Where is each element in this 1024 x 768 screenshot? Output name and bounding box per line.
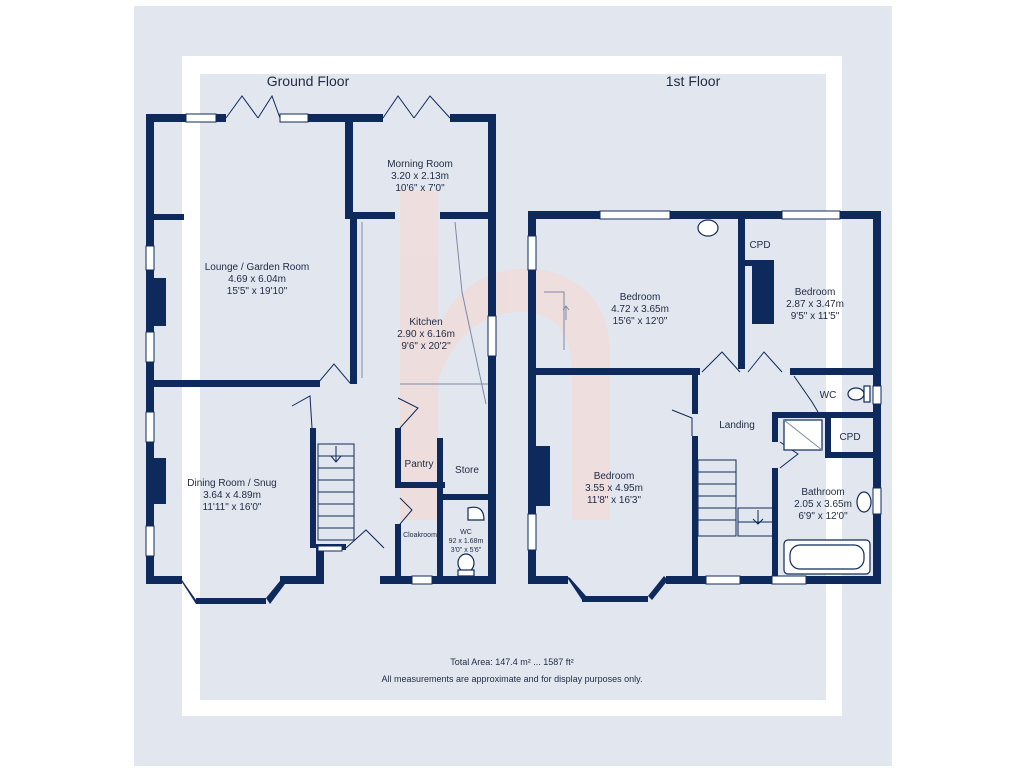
room-metric: 2.87 x 3.47m [786,299,844,310]
room-wc-first: WC [820,390,837,401]
ground-floor-windows [145,113,497,585]
room-imperial: 9'5" x 11'5" [791,311,840,322]
room-imperial: 10'6" x 7'0" [395,183,445,194]
first-floor-title: 1st Floor [666,73,721,89]
room-pantry: Pantry [405,459,434,470]
room-bedroom-1: Bedroom 4.72 x 3.65m 15'6" x 12'0" [611,292,669,327]
basin-icon [697,219,719,237]
room-cloakroom: Cloakroom [403,532,437,539]
room-imperial: 11'11" x 16'0" [203,502,262,513]
room-kitchen: Kitchen 2.90 x 6.16m 9'6" x 20'2" [397,317,455,352]
total-area: Total Area: 147.4 m² ... 1587 ft² [450,657,574,667]
room-metric: 3.55 x 4.95m [585,483,643,494]
room-lounge: Lounge / Garden Room 4.69 x 6.04m 15'5" … [205,262,310,297]
room-name: WC [460,529,472,536]
room-metric: 3.64 x 4.89m [203,490,261,501]
first-floor-fixtures [697,219,872,575]
room-name: Morning Room [387,159,453,170]
room-metric: 2.90 x 6.16m [397,329,455,340]
toilet-icon [847,387,865,401]
bath-basin-icon [856,491,872,513]
room-morning-room: Morning Room 3.20 x 2.13m 10'6" x 7'0" [387,159,453,194]
first-floor-windows [527,210,882,585]
room-metric: 92 x 1.68m [449,538,484,545]
room-dining: Dining Room / Snug 3.64 x 4.89m 11'11" x… [187,478,277,513]
disclaimer: All measurements are approximate and for… [382,674,643,684]
ground-floor-doors [225,94,488,549]
ground-floor-title: Ground Floor [267,73,350,89]
room-imperial: 6'9" x 12'0" [798,511,848,522]
first-floor-stairs [697,459,775,537]
room-name: Lounge / Garden Room [205,262,310,273]
room-metric: 2.05 x 3.65m [794,499,852,510]
room-cpd-2: CPD [839,432,860,443]
room-imperial: 11'8" x 16'3" [587,495,642,506]
room-landing: Landing [719,420,755,431]
room-name: Bathroom [801,487,844,498]
room-imperial: 3'0" x 5'6" [451,547,482,554]
ground-floor-stairs [317,443,355,541]
room-name: Bedroom [795,287,836,298]
room-bathroom: Bathroom 2.05 x 3.65m 6'9" x 12'0" [794,487,852,522]
room-metric: 4.69 x 6.04m [228,274,286,285]
room-imperial: 15'5" x 19'10" [227,286,288,297]
room-name: Bedroom [594,471,635,482]
room-metric: 4.72 x 3.65m [611,304,669,315]
room-name: Kitchen [409,317,442,328]
room-imperial: 15'6" x 12'0" [613,316,668,327]
room-cpd-1: CPD [749,240,770,251]
room-bedroom-2: Bedroom 2.87 x 3.47m 9'5" x 11'5" [786,287,844,322]
room-store: Store [455,465,479,476]
ground-wc-fixtures [457,506,485,577]
room-bedroom-3: Bedroom 3.55 x 4.95m 11'8" x 16'3" [585,471,643,506]
room-wc-ground: WC 92 x 1.68m 3'0" x 5'6" [449,529,484,554]
room-imperial: 9'6" x 20'2" [401,341,451,352]
room-name: Dining Room / Snug [187,478,277,489]
room-metric: 3.20 x 2.13m [391,171,449,182]
watermark-logo-icon [400,190,610,520]
room-name: Bedroom [620,292,661,303]
